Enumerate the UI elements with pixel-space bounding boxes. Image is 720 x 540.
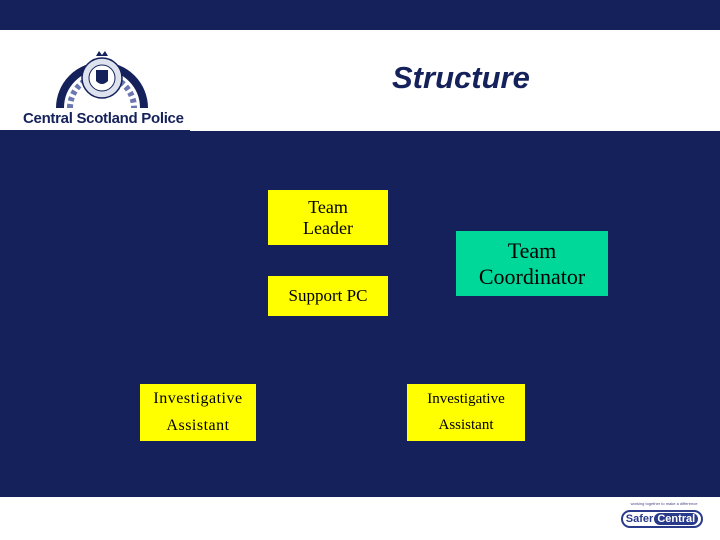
investigative-assistant-right-line-1: Investigative [427,390,505,407]
team-leader-line-2: Leader [303,217,353,238]
team-coordinator-line-1: Team [507,238,557,264]
team-leader-box: Team Leader [268,190,388,245]
footer-tagline: working together to make a difference [630,501,698,506]
team-coordinator-box: Team Coordinator [456,231,608,296]
police-crest-icon [56,51,148,108]
support-pc-box: Support PC [268,276,388,316]
investigative-assistant-right-line-2: Assistant [438,417,494,434]
support-pc-label: Support PC [288,286,368,306]
investigative-assistant-left-line-2: Assistant [166,416,230,434]
slide-header: Central Scotland Police Structure [0,30,720,132]
logo-text: Central Scotland Police [23,110,184,127]
investigative-assistant-right-box: Investigative Assistant [407,384,525,441]
investigative-assistant-left-box: Investigative Assistant [140,384,256,441]
logo-word-central: Central [654,513,699,525]
top-bar [0,0,720,30]
logo-word-safer: Safer [625,513,654,525]
team-leader-line-1: Team [308,196,348,217]
team-coordinator-line-2: Coordinator [478,263,586,289]
investigative-assistant-left-line-1: Investigative [153,390,243,408]
slide-title: Structure [392,60,530,95]
